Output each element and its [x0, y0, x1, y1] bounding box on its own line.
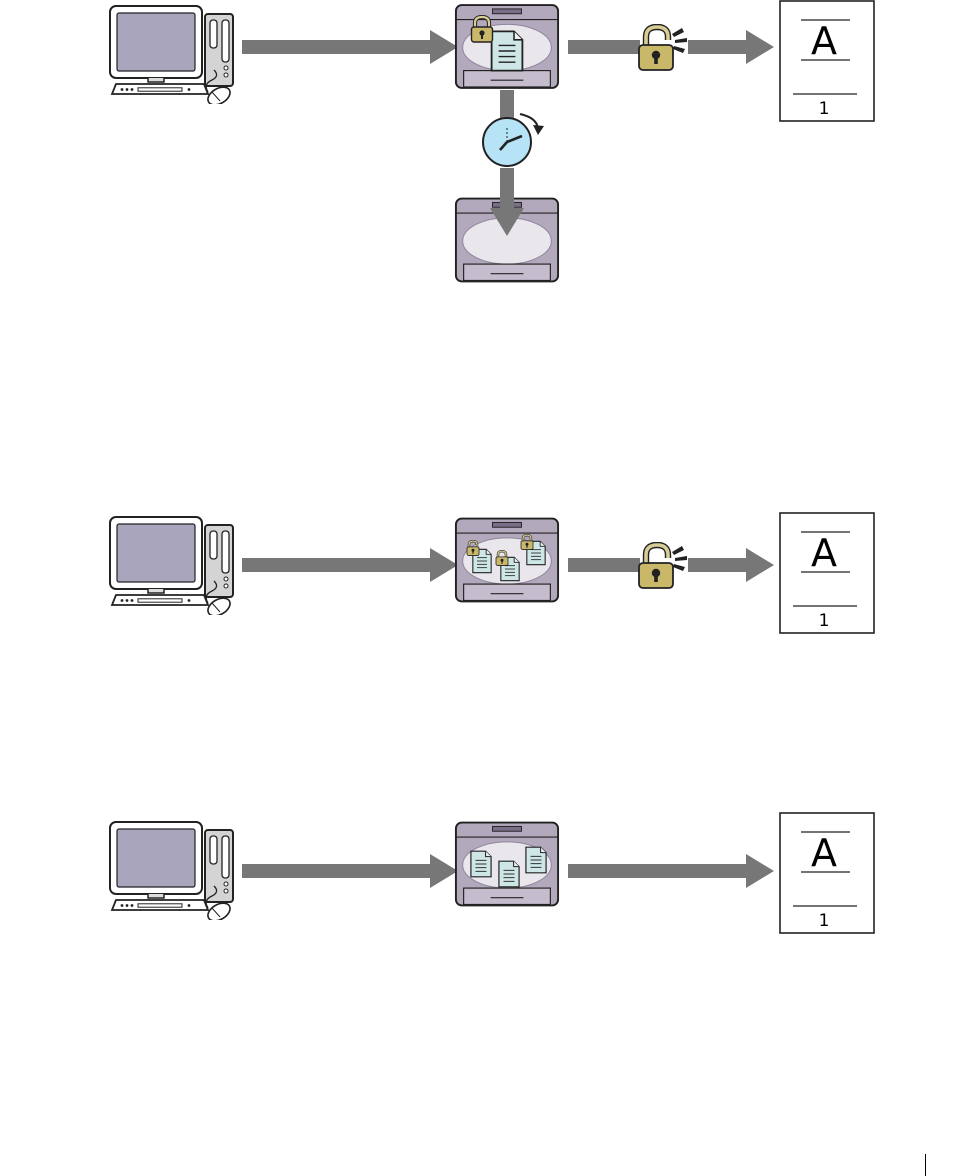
output-page-letter: A: [811, 531, 837, 575]
delayed-print-diagram: A 1: [0, 0, 960, 300]
arrow-to-printer: [242, 548, 458, 582]
output-page-number: 1: [819, 611, 830, 631]
secure-print-diagram: A 1: [0, 510, 960, 640]
arrow-to-unlock: [568, 558, 640, 572]
computer-icon: [110, 822, 233, 924]
output-page-number: 1: [819, 99, 830, 119]
output-page-number: 1: [819, 911, 830, 931]
computer-icon: [110, 6, 233, 108]
output-page-icon: A 1: [780, 1, 874, 121]
output-page-icon: A 1: [780, 813, 874, 933]
arrow-down-to-clock: [500, 90, 514, 118]
arrow-to-output: [688, 548, 774, 582]
output-page-letter: A: [811, 831, 837, 875]
footer-rule: [925, 1154, 926, 1176]
timer-clock-icon: [483, 114, 544, 166]
arrow-to-printer: [242, 30, 458, 64]
output-page-icon: A 1: [780, 513, 874, 633]
arrow-to-unlock: [568, 40, 640, 54]
arrow-to-printer: [242, 854, 458, 888]
arrow-to-output: [568, 854, 774, 888]
unlock-icon: [639, 27, 687, 70]
computer-icon: [110, 517, 233, 619]
output-page-letter: A: [811, 19, 837, 63]
unlock-icon: [639, 545, 687, 588]
store-print-diagram: A 1: [0, 812, 960, 942]
arrow-to-output: [688, 30, 774, 64]
